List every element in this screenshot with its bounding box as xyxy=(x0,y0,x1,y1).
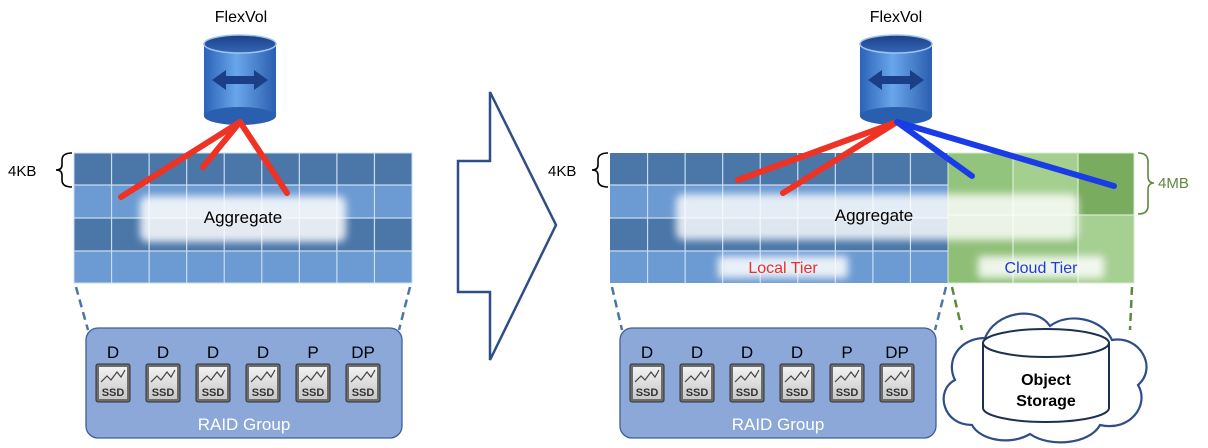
right-panel: FlexVol xyxy=(548,9,1189,444)
right-block-size-label: 4KB xyxy=(548,163,576,180)
right-ssd-label: SSD xyxy=(686,387,709,399)
object-storage-label-1: Object xyxy=(1021,372,1071,389)
left-chart-glyph-icon xyxy=(100,369,126,383)
left-block-size-label: 4KB xyxy=(8,163,36,180)
left-chart-glyph-icon xyxy=(350,369,376,383)
left-flexvol-icon xyxy=(203,34,277,125)
right-cloud-dashed-connectors xyxy=(950,286,1134,331)
left-raid-label: RAID Group xyxy=(198,415,291,434)
left-ssd-label: SSD xyxy=(152,387,175,399)
right-cloud-pointer-lines xyxy=(894,119,1117,189)
left-disk-tag: D xyxy=(257,343,269,362)
left-disk-tag: D xyxy=(157,343,169,362)
left-dashed-connectors xyxy=(74,286,412,331)
right-ssd-label: SSD xyxy=(736,387,759,399)
right-local-pointer-lines xyxy=(735,119,900,196)
local-tier-label: Local Tier xyxy=(748,260,818,277)
right-chart-glyph-icon xyxy=(734,369,760,383)
right-ssd-disk: D SSD xyxy=(679,343,715,403)
left-ssd-disk: D SSD xyxy=(245,343,281,403)
left-panel: FlexVol Aggregate 4KB xyxy=(8,9,413,439)
left-disk-tag: DP xyxy=(351,343,375,362)
right-chart-glyph-icon xyxy=(684,369,710,383)
left-ssd-label: SSD xyxy=(302,387,325,399)
object-storage-cloud: Object Storage xyxy=(942,312,1148,444)
left-flexvol-label: FlexVol xyxy=(215,9,267,26)
left-ssd-disk: D SSD xyxy=(95,343,131,403)
right-ssd-label: SSD xyxy=(886,387,909,399)
right-local-dashed-connectors xyxy=(610,286,948,331)
left-chart-glyph-icon xyxy=(150,369,176,383)
transition-arrow xyxy=(456,91,558,361)
left-ssd-disk: DP SSD xyxy=(345,343,381,403)
right-ssd-label: SSD xyxy=(786,387,809,399)
left-disk-tag: D xyxy=(207,343,219,362)
left-chart-glyph-icon xyxy=(250,369,276,383)
left-chart-glyph-icon xyxy=(200,369,226,383)
left-raid-group: D SSD D SSD D SSD D SSD P SSD DP SSD RAID Group xyxy=(85,327,403,439)
right-ssd-label: SSD xyxy=(636,387,659,399)
right-ssd-disk: DP SSD xyxy=(879,343,915,403)
left-aggregate-label: Aggregate xyxy=(204,208,282,227)
right-flexvol-label: FlexVol xyxy=(870,9,922,26)
left-pointer-lines xyxy=(118,119,290,200)
right-ssd-disk: D SSD xyxy=(629,343,665,403)
left-disk-tag: D xyxy=(107,343,119,362)
right-raid-group: D SSD D SSD D SSD D SSD P SSD DP SSD RAID Group xyxy=(619,327,937,439)
right-disk-tag: D xyxy=(641,343,653,362)
cloud-block-brace xyxy=(1137,152,1155,215)
right-ssd-label: SSD xyxy=(836,387,859,399)
object-storage-cylinder-icon xyxy=(982,328,1110,423)
left-ssd-disk: D SSD xyxy=(195,343,231,403)
right-ssd-disk: P SSD xyxy=(829,343,865,403)
left-ssd-label: SSD xyxy=(252,387,275,399)
left-ssd-label: SSD xyxy=(202,387,225,399)
left-ssd-disk: D SSD xyxy=(145,343,181,403)
right-block-brace xyxy=(591,152,609,188)
left-ssd-label: SSD xyxy=(352,387,375,399)
right-disk-tag: D xyxy=(691,343,703,362)
right-chart-glyph-icon xyxy=(834,369,860,383)
cloud-tier-label: Cloud Tier xyxy=(1005,260,1079,277)
left-ssd-disk: P SSD xyxy=(295,343,331,403)
left-disk-tag: P xyxy=(307,343,318,362)
right-disk-tag: D xyxy=(791,343,803,362)
right-ssd-disk: D SSD xyxy=(729,343,765,403)
object-storage-label-2: Storage xyxy=(1016,393,1076,410)
left-chart-glyph-icon xyxy=(300,369,326,383)
left-ssd-label: SSD xyxy=(102,387,125,399)
right-chart-glyph-icon xyxy=(884,369,910,383)
right-disk-tag: P xyxy=(841,343,852,362)
right-aggregate-label: Aggregate xyxy=(835,206,913,225)
right-ssd-disk: D SSD xyxy=(779,343,815,403)
right-disk-tag: D xyxy=(741,343,753,362)
right-disk-tag: DP xyxy=(885,343,909,362)
left-aggregate-grid xyxy=(73,152,413,284)
right-flexvol-icon xyxy=(859,34,933,125)
left-block-brace xyxy=(55,152,73,188)
right-raid-label: RAID Group xyxy=(732,415,825,434)
right-chart-glyph-icon xyxy=(634,369,660,383)
right-chart-glyph-icon xyxy=(784,369,810,383)
cloud-block-size-label: 4MB xyxy=(1158,175,1189,192)
